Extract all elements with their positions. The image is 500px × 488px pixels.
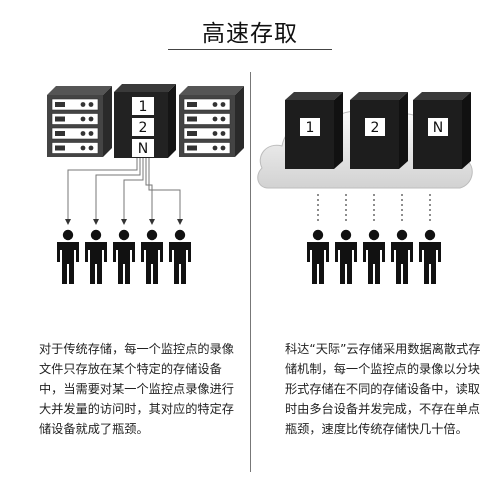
center-numbered-server: 1 2 N: [114, 84, 176, 158]
user-icon: [141, 229, 163, 284]
connector-line: [93, 158, 141, 225]
drive-bay: [51, 127, 99, 140]
cloud-server: 1: [285, 92, 343, 169]
right-user-group: [307, 229, 441, 284]
right-cloud-storage: 1 2 N: [257, 92, 473, 189]
cloud-server: 2: [350, 92, 408, 169]
user-icon: [113, 229, 135, 284]
user-icon: [169, 229, 191, 284]
user-icon: [419, 229, 441, 284]
left-rack-server: [47, 86, 112, 157]
drive-bay: [51, 113, 99, 125]
center-server-label-n: N: [138, 141, 148, 157]
right-dotted-links: [317, 194, 431, 222]
drive-bay: [183, 142, 231, 154]
user-icon: [57, 229, 79, 284]
cloud-server-label: 1: [306, 120, 315, 136]
drive-bay: [51, 98, 99, 111]
user-icon: [85, 229, 107, 284]
cloud-server: N: [413, 92, 471, 169]
left-user-group: [57, 229, 191, 284]
cloud-server-label: 2: [371, 120, 380, 136]
title-underline: [168, 49, 332, 50]
connector-line: [121, 158, 144, 225]
user-icon: [363, 229, 385, 284]
center-server-label-1: 1: [139, 99, 148, 115]
right-description: 科达“天际”云存储采用数据离散式存储机制，每一个监控点的录像以分块形式存储在不同…: [285, 342, 481, 436]
drive-bay: [183, 113, 231, 125]
user-icon: [391, 229, 413, 284]
user-icon: [335, 229, 357, 284]
left-storage-group: 1 2 N: [47, 84, 244, 225]
connector-line: [65, 158, 138, 225]
drive-bay: [51, 142, 99, 154]
connector-line: [148, 158, 183, 225]
drive-bay: [183, 98, 231, 111]
right-rack-server: [179, 86, 244, 157]
user-icon: [307, 229, 329, 284]
center-server-label-2: 2: [139, 120, 148, 136]
page-title: 高速存取: [202, 21, 298, 47]
cloud-server-label: N: [433, 120, 443, 136]
center-divider: [250, 72, 251, 472]
drive-bay: [183, 127, 231, 140]
left-description: 对于传统存储，每一个监控点的录像文件只存放在某个特定的存储设备中，当需要对某一个…: [39, 342, 234, 436]
left-connector-lines: [65, 158, 183, 225]
